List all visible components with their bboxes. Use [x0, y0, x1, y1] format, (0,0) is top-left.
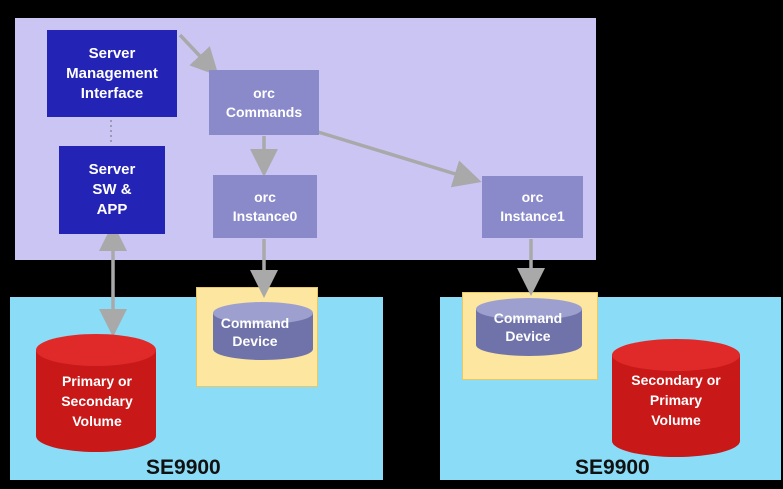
command-device-label-left: Command Device: [220, 315, 290, 349]
volume-cylinder-left: [36, 334, 156, 452]
volume-label-right: Secondary or Primary Volume: [631, 372, 721, 428]
arrow-orc-commands-to-instance1: [317, 130, 482, 188]
orc-commands-box: orc Commands: [209, 70, 319, 135]
arrow-smi-to-orc-commands: [178, 33, 219, 77]
volume-cylinder-right: [612, 339, 740, 457]
command-device-cylinder-left: [213, 302, 313, 360]
storage-label-right: SE9900: [575, 456, 650, 479]
server-sw-app-box: Server SW & APP: [59, 146, 165, 234]
volume-label-left: Primary or Secondary Volume: [61, 373, 133, 429]
orc-instance1-box: orc Instance1: [482, 176, 583, 238]
command-device-label-right: Command Device: [493, 310, 563, 344]
server-management-interface-box: Server Management Interface: [47, 30, 177, 117]
storage-label-left: SE9900: [146, 456, 221, 479]
command-device-cylinder-right: [476, 298, 582, 356]
orc-instance0-box: orc Instance0: [213, 175, 317, 238]
